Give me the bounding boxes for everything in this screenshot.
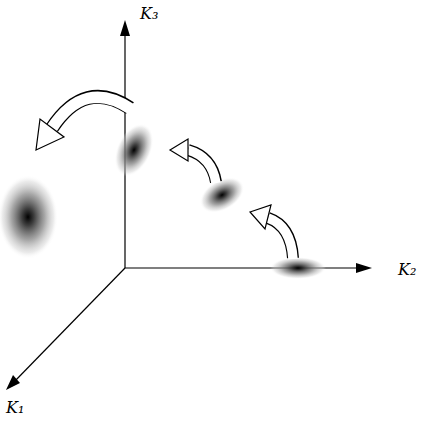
k1-axis <box>14 268 125 382</box>
axis-arrowhead <box>6 375 20 390</box>
arrow-body <box>268 218 293 259</box>
arrow-body <box>52 97 131 128</box>
arrow-body <box>188 150 216 183</box>
arrow-body <box>188 150 216 182</box>
axis-label: K₁ <box>6 400 24 416</box>
arrowhead <box>250 205 271 229</box>
axis-arrowhead <box>120 20 130 36</box>
hollow-arrows <box>52 97 293 259</box>
hollow-arrowheads <box>36 119 271 229</box>
arrow-body <box>268 218 293 258</box>
axis-label: K₂ <box>398 262 416 278</box>
gaussian-blob <box>194 170 251 220</box>
arrowhead <box>170 139 188 161</box>
arrow-body <box>52 97 130 128</box>
gaussian-blob <box>270 257 326 279</box>
gaussian-blob <box>107 117 161 182</box>
k2-axis <box>125 267 362 268</box>
axis-label: K₃ <box>140 6 158 22</box>
gaussian-blob <box>0 175 58 259</box>
axes <box>14 30 362 382</box>
arrowhead <box>36 119 64 150</box>
axis-arrowhead <box>356 263 372 273</box>
